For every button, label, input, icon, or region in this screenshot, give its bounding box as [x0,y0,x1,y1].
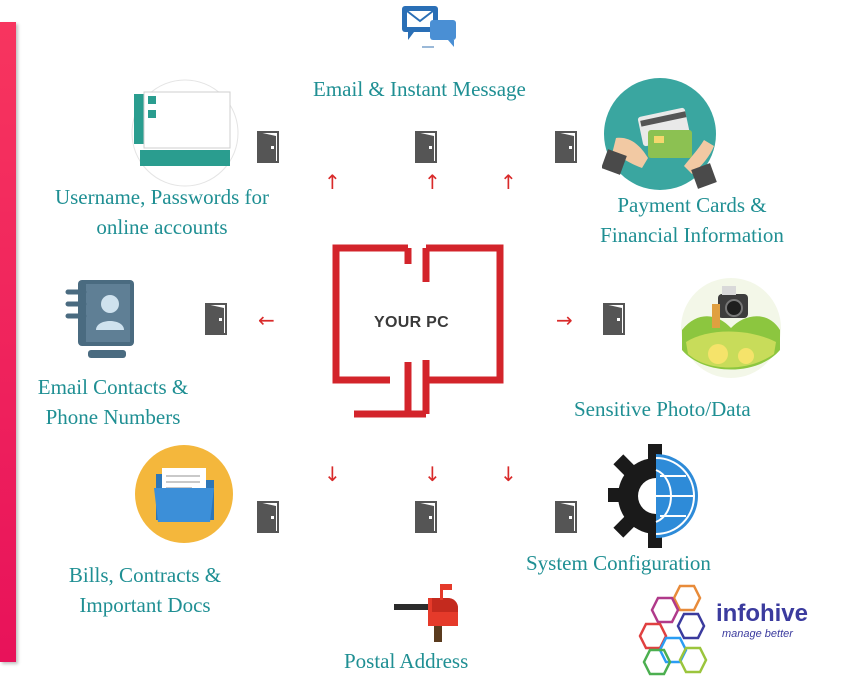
mailbox-icon [394,584,458,642]
label-bills-contracts: Bills, Contracts & Important Docs [30,560,260,620]
arrow-down-2: ↓ [424,462,441,486]
folder-documents-icon [135,445,233,543]
door-icon [415,131,437,163]
contacts-book-icon [65,280,134,358]
door-icon [415,501,437,533]
arrow-down-3: ↓ [500,462,517,486]
label-bills-line-1: Bills, Contracts & [68,563,222,587]
login-form-icon [131,79,239,187]
label-email-contacts: Email Contacts & Phone Numbers [0,372,228,432]
door-icon [555,501,577,533]
label-payment-cards: Payment Cards & Financial Information [572,190,812,250]
infohive-logo-hexagons [638,584,708,676]
payment-card-icon [602,78,717,190]
accent-side-bar [0,22,16,662]
gear-globe-icon [608,444,698,548]
pc-diagram [332,244,504,418]
camera-photo-icon [681,278,781,378]
door-icon [257,501,279,533]
label-contacts-line-1: Email Contacts & [37,375,189,399]
label-sensitive-photo: Sensitive Photo/Data [574,397,751,421]
label-usernames-line-2: online accounts [96,215,228,239]
label-payment-line-1: Payment Cards & [617,193,767,217]
door-icon [603,303,625,335]
arrow-up-2: ↑ [424,170,441,194]
arrow-up-1: ↑ [324,170,341,194]
arrow-down-1: ↓ [324,462,341,486]
label-contacts-line-2: Phone Numbers [45,405,181,429]
infohive-logo-name: infohive [716,600,809,627]
door-icon [257,131,279,163]
label-email-instant-message: Email & Instant Message [313,77,526,101]
label-bills-line-2: Important Docs [79,593,211,617]
label-postal-address: Postal Address [344,649,469,673]
chat-message-icon [402,6,456,48]
label-usernames-line-1: Username, Passwords for [54,185,270,209]
door-icon [555,131,577,163]
login-button-text: Login [175,132,195,141]
door-icon [205,303,227,335]
label-system-configuration: System Configuration [526,551,711,575]
label-payment-line-2: Financial Information [600,223,784,247]
label-usernames-passwords: Username, Passwords for online accounts [20,182,304,242]
your-pc-label: YOUR PC [374,314,449,331]
arrow-left: ← [258,308,275,332]
arrow-up-3: ↑ [500,170,517,194]
arrow-right: → [556,308,573,332]
infohive-logo-tagline: manage better [722,628,793,640]
